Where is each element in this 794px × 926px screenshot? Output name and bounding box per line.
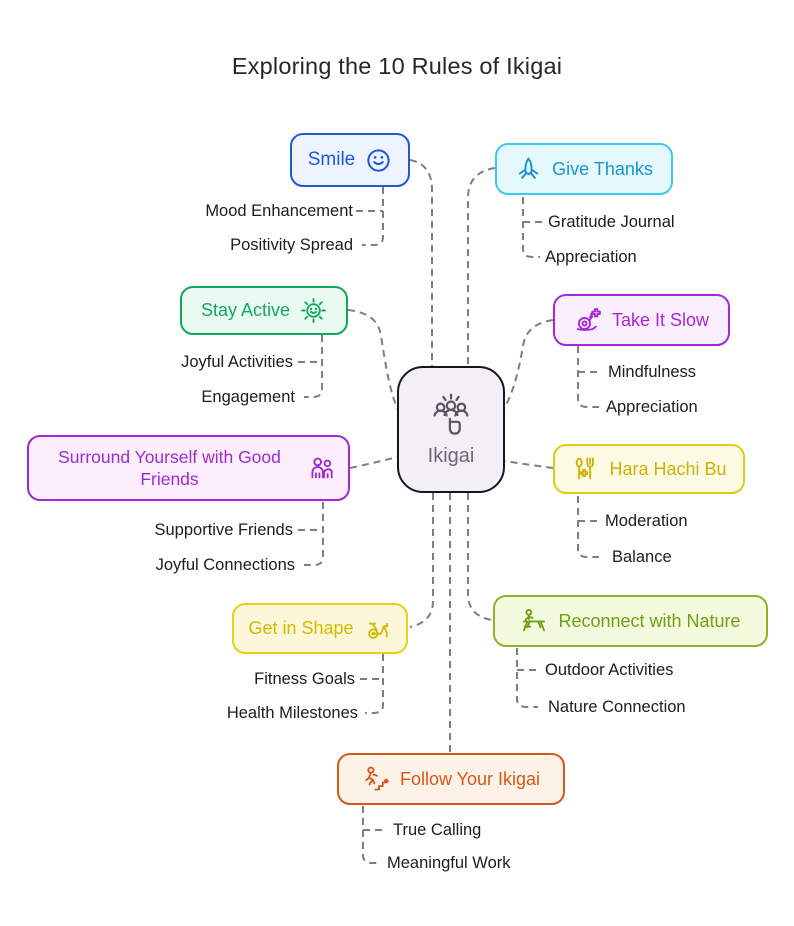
sun-face-icon bbox=[300, 297, 327, 324]
page-title: Exploring the 10 Rules of Ikigai bbox=[231, 53, 563, 79]
stem-take-it-slow bbox=[503, 319, 554, 410]
subtopic-appreciation-slow[interactable]: Appreciation bbox=[606, 398, 698, 416]
node-smile[interactable]: Smile bbox=[290, 133, 410, 187]
subtopic-balance[interactable]: Balance bbox=[612, 548, 672, 566]
node-ikigai-center[interactable]: Ikigai bbox=[397, 366, 505, 493]
subtopic-gratitude-journal[interactable]: Gratitude Journal bbox=[548, 213, 675, 231]
node-surround-good-friends[interactable]: Surround Yourself with Good Friends bbox=[27, 435, 350, 501]
cutlery-plus-icon bbox=[571, 455, 599, 483]
subtopic-joyful-connections[interactable]: Joyful Connections bbox=[155, 556, 295, 574]
node-get-in-shape-label: Get in Shape bbox=[248, 618, 354, 638]
node-take-it-slow-label: Take It Slow bbox=[611, 309, 710, 330]
subtopic-appreciation-thanks[interactable]: Appreciation bbox=[545, 248, 637, 266]
node-give-thanks[interactable]: Give Thanks bbox=[495, 143, 673, 195]
node-follow-label: Follow Your Ikigai bbox=[399, 768, 541, 789]
praying-hands-icon bbox=[515, 156, 542, 183]
subtopic-true-calling[interactable]: True Calling bbox=[393, 821, 482, 839]
subtopic-mood-enhancement[interactable]: Mood Enhancement bbox=[205, 202, 353, 220]
subtopic-moderation[interactable]: Moderation bbox=[605, 512, 688, 530]
node-reconnect-label: Reconnect with Nature bbox=[558, 610, 741, 631]
bracket-reconnect bbox=[516, 648, 539, 708]
snail-sparkle-icon bbox=[574, 306, 602, 334]
subtopic-outdoor-activities[interactable]: Outdoor Activities bbox=[545, 661, 674, 679]
node-reconnect-with-nature[interactable]: Reconnect with Nature bbox=[493, 595, 768, 647]
stem-stay-active bbox=[347, 309, 399, 411]
stairs-person-icon bbox=[362, 765, 390, 793]
stem-get-in-shape bbox=[409, 493, 434, 628]
node-follow-your-ikigai[interactable]: Follow Your Ikigai bbox=[337, 753, 565, 805]
subtopic-engagement[interactable]: Engagement bbox=[201, 388, 295, 406]
friends-group-icon bbox=[308, 454, 336, 482]
node-give-thanks-label: Give Thanks bbox=[552, 158, 653, 179]
people-group-click-icon bbox=[422, 392, 480, 438]
node-hara-hachi-bu[interactable]: Hara Hachi Bu bbox=[553, 444, 745, 494]
bracket-take-it-slow bbox=[577, 346, 601, 408]
node-surround-label: Surround Yourself with Good Friends bbox=[58, 446, 281, 489]
bracket-surround bbox=[298, 502, 324, 566]
subtopic-mindfulness[interactable]: Mindfulness bbox=[608, 363, 697, 381]
exercise-bike-icon bbox=[364, 615, 392, 643]
subtopic-fitness-goals[interactable]: Fitness Goals bbox=[254, 670, 355, 688]
bracket-smile bbox=[356, 187, 384, 246]
subtopic-joyful-activities[interactable]: Joyful Activities bbox=[181, 353, 293, 371]
smiley-icon bbox=[365, 147, 392, 174]
subtopic-supportive-friends[interactable]: Supportive Friends bbox=[154, 521, 294, 539]
subtopic-nature-connection[interactable]: Nature Connection bbox=[548, 698, 686, 716]
stem-give-thanks bbox=[467, 167, 496, 366]
picnic-bench-icon bbox=[520, 607, 548, 635]
stem-smile bbox=[409, 159, 433, 366]
bracket-get-in-shape bbox=[360, 654, 384, 714]
node-hara-hachi-bu-label: Hara Hachi Bu bbox=[609, 458, 727, 479]
bracket-follow bbox=[362, 806, 386, 864]
bracket-hara-hachi-bu bbox=[577, 496, 599, 558]
node-take-it-slow[interactable]: Take It Slow bbox=[553, 294, 730, 346]
node-smile-label: Smile bbox=[307, 149, 356, 170]
bracket-stay-active bbox=[298, 335, 323, 398]
node-ikigai-label: Ikigai bbox=[427, 444, 475, 467]
subtopic-meaningful-work[interactable]: Meaningful Work bbox=[387, 854, 511, 872]
subtopic-health-milestones[interactable]: Health Milestones bbox=[226, 704, 358, 722]
stem-reconnect bbox=[467, 493, 493, 621]
node-stay-active-label: Stay Active bbox=[200, 300, 291, 320]
node-get-in-shape[interactable]: Get in Shape bbox=[232, 603, 408, 654]
bracket-give-thanks bbox=[522, 197, 543, 258]
stem-hara-hachi-bu bbox=[504, 460, 554, 469]
node-stay-active[interactable]: Stay Active bbox=[180, 286, 348, 335]
subtopic-positivity-spread[interactable]: Positivity Spread bbox=[230, 236, 353, 254]
stem-surround bbox=[349, 456, 398, 469]
